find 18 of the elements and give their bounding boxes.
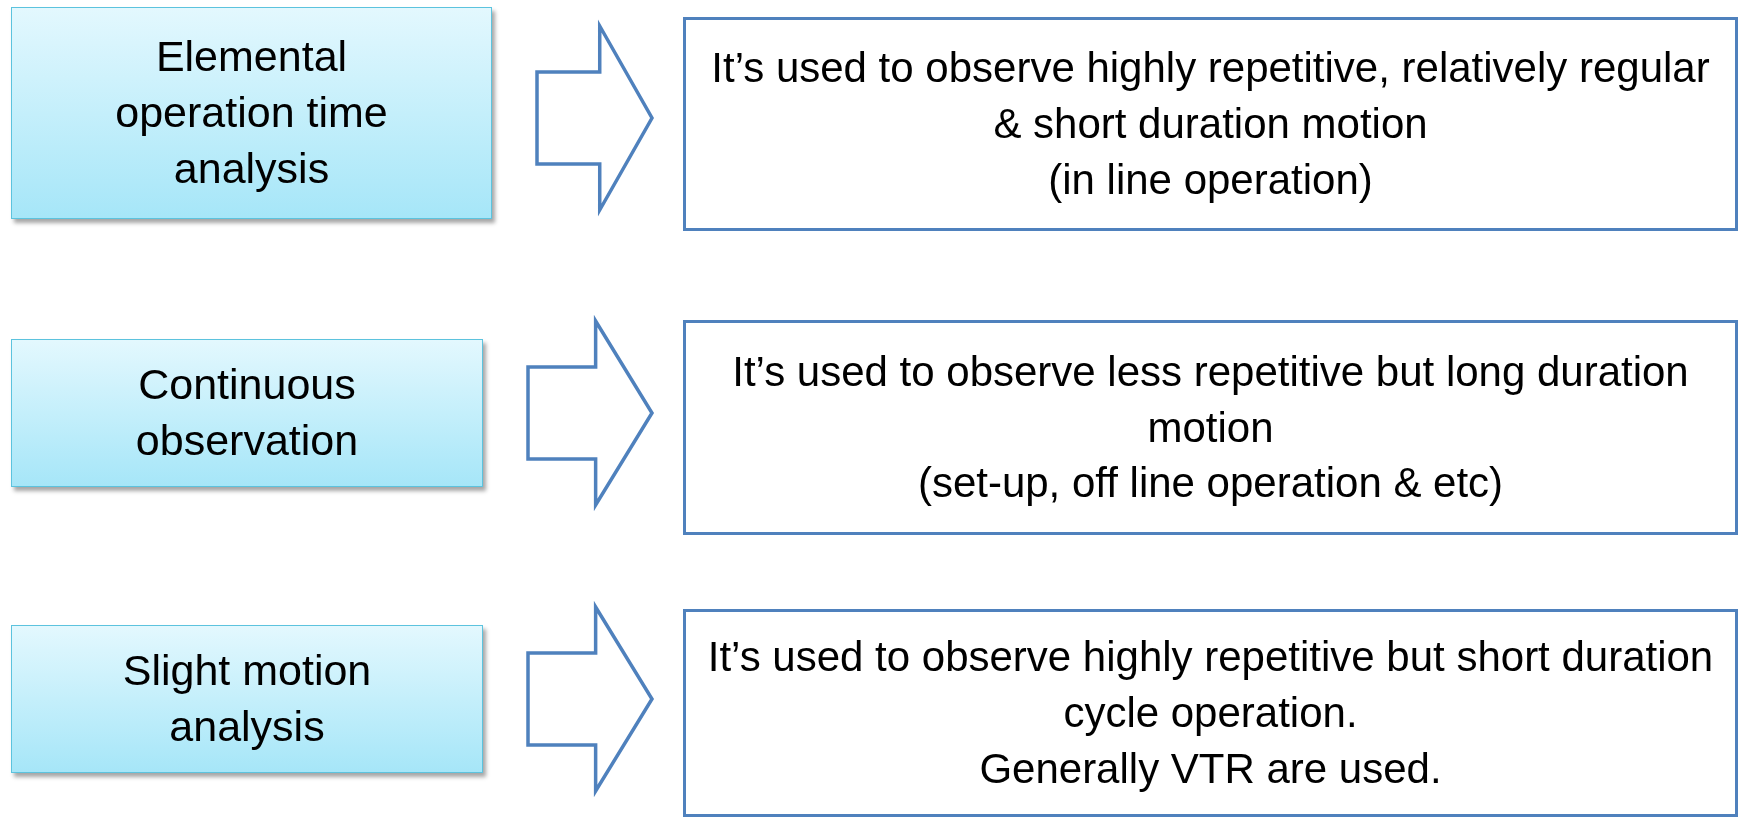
description-box xyxy=(683,17,1738,231)
method-label: Slight motion analysis xyxy=(121,645,373,752)
description-text: It’s used to observe less repetitive but long duration motion xyxy=(731,346,1690,453)
method-label: Continuous observation xyxy=(134,359,360,466)
method-box xyxy=(11,339,483,487)
method-box xyxy=(11,625,483,773)
description-box xyxy=(683,320,1738,535)
block-arrow xyxy=(526,314,655,512)
description-text: (in line operation) xyxy=(1048,154,1373,205)
method-box xyxy=(11,7,492,219)
description-text: (set-up, off line operation & etc) xyxy=(917,458,1504,509)
description-text: It’s used to observe highly repetitive but short duration cycle operation. xyxy=(706,632,1715,739)
description-text: It’s used to observe highly repetitive, relatively regular & short duration motion xyxy=(710,43,1711,150)
block-arrow xyxy=(535,19,654,217)
block-arrow xyxy=(526,600,655,798)
method-label: Elemental operation time analysis xyxy=(114,31,389,194)
description-box xyxy=(683,609,1738,817)
description-text: Generally VTR are used. xyxy=(979,743,1442,794)
